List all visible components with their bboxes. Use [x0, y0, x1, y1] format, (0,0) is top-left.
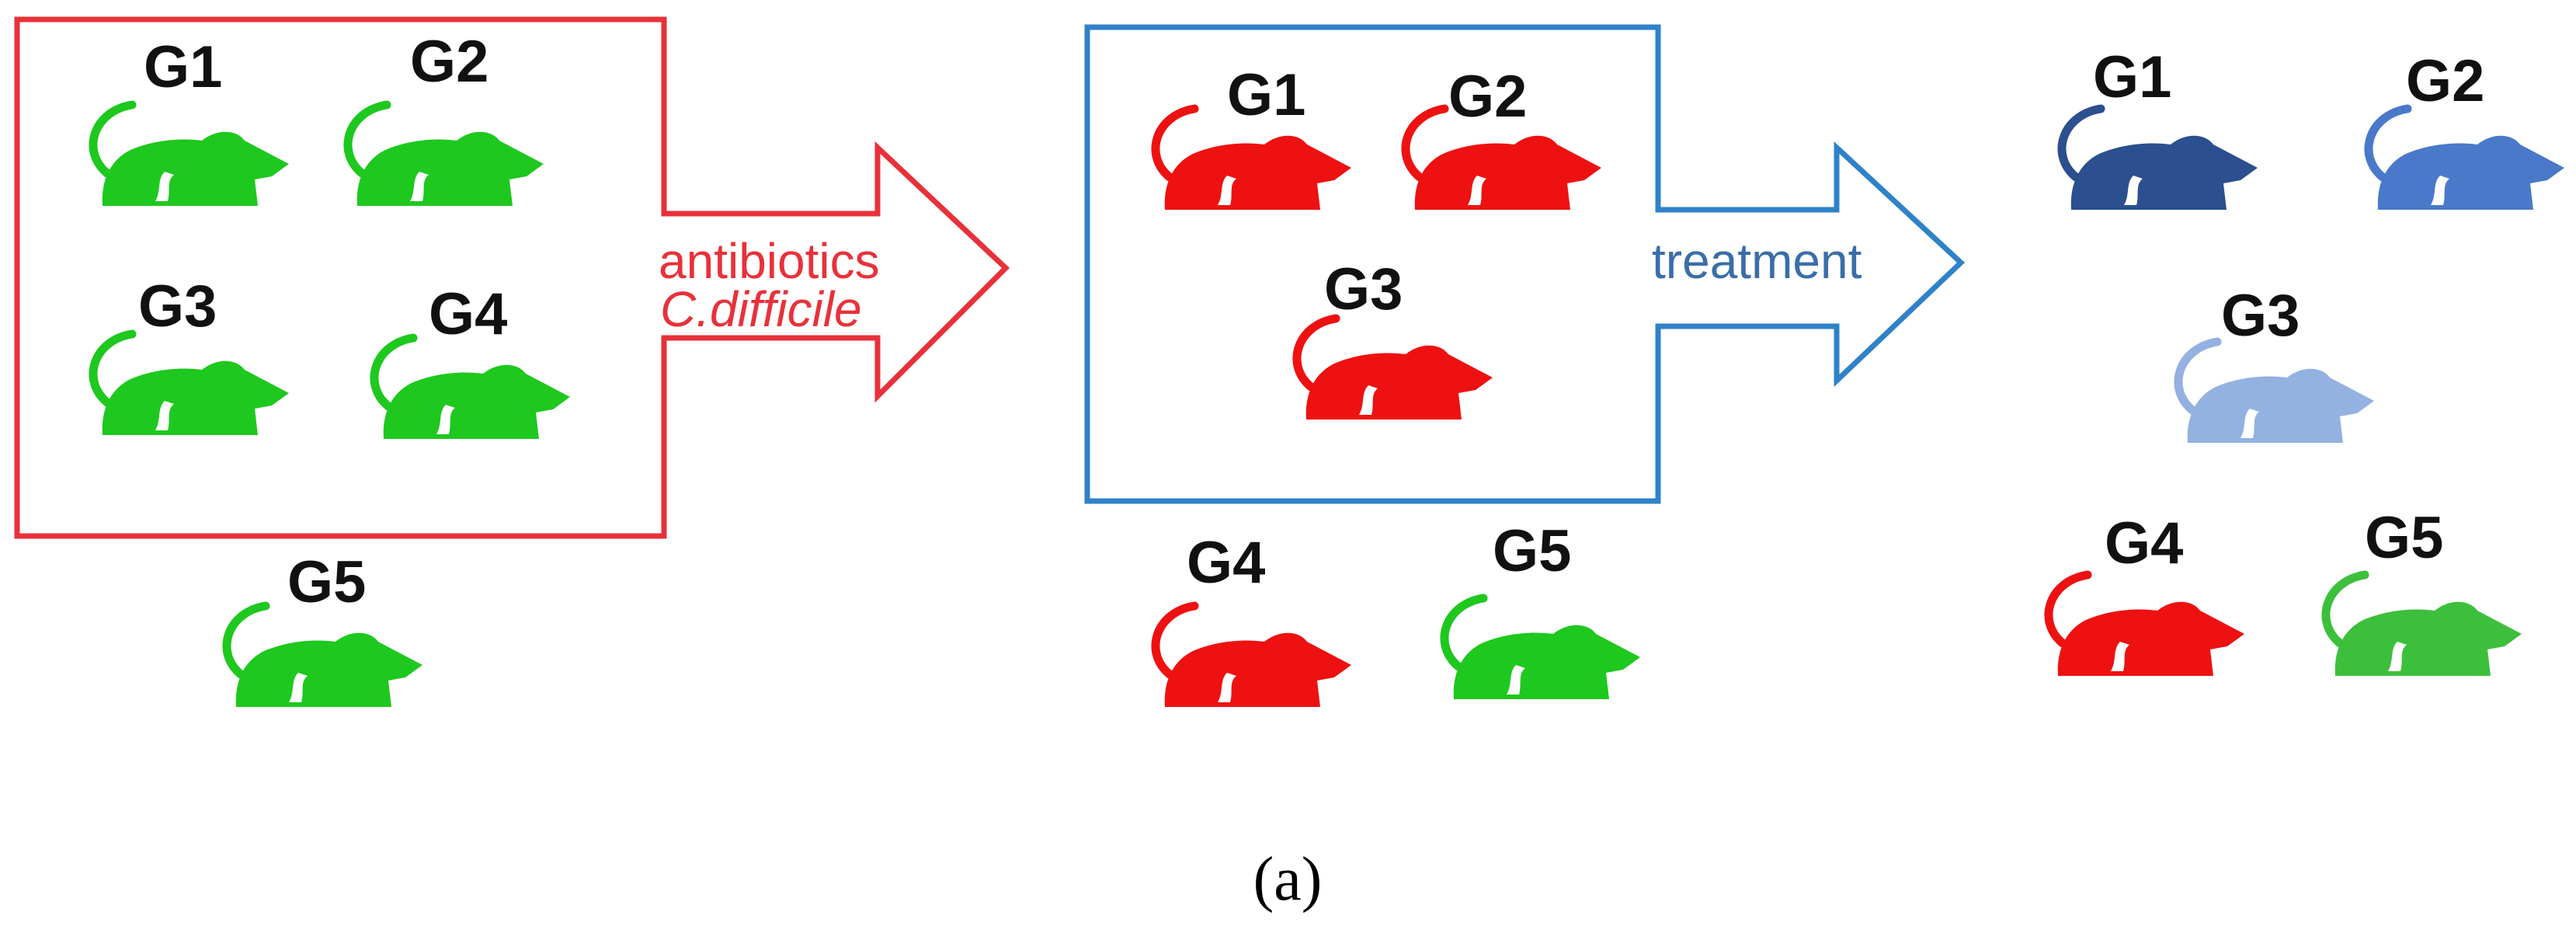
stage2-mouse-g1: G1: [1156, 62, 1351, 210]
stage3-g1-label: G1: [2093, 44, 2171, 110]
mouse-icon: [2178, 342, 2374, 443]
stage1-mouse-g3: G3: [93, 273, 289, 435]
stage2-mouse-g5: G5: [1444, 518, 1640, 699]
mouse-icon: [227, 606, 422, 707]
stage3-g4-label: G4: [2105, 510, 2183, 576]
stage1-g2-label: G2: [410, 29, 488, 95]
mouse-icon: [93, 105, 289, 206]
stage2-frame-arrow: [1084, 24, 1966, 504]
stage3-mouse-g3: G3: [2178, 283, 2374, 443]
stage1-mouse-g5: G5: [227, 549, 422, 707]
treatment-label: treatment: [1652, 233, 1862, 289]
stage2-g1-label: G1: [1227, 62, 1305, 128]
stage1-mouse-g1: G1: [93, 34, 289, 206]
mouse-icon: [1156, 606, 1351, 707]
stage3-g5-label: G5: [2365, 505, 2443, 571]
stage2-mouse-g3: G3: [1297, 256, 1493, 420]
mouse-icon: [374, 338, 570, 439]
stage3-mouse-g2: G2: [2369, 48, 2564, 210]
stage2-mouse-g2: G2: [1406, 64, 1601, 210]
mouse-icon: [2062, 109, 2258, 210]
stage3-g2-label: G2: [2406, 48, 2484, 114]
c-difficile-label: C.difficile: [660, 281, 862, 337]
mouse-icon: [348, 105, 544, 206]
stage2-mouse-g4: G4: [1156, 530, 1351, 707]
mouse-icon: [2049, 575, 2244, 676]
stage3-mouse-g5: G5: [2326, 505, 2522, 676]
stage1-frame-arrow: [14, 16, 1010, 539]
mouse-icon: [1444, 598, 1640, 699]
stage1-g3-label: G3: [138, 273, 217, 339]
stage1-g4-label: G4: [429, 281, 507, 347]
stage1-g5-label: G5: [287, 549, 366, 615]
antibiotics-label: antibiotics: [659, 233, 880, 289]
mouse-icon: [93, 334, 289, 435]
stage1-g1-label: G1: [144, 34, 222, 100]
stage1-mouse-g4: G4: [374, 281, 570, 439]
stage1-mouse-g2: G2: [348, 29, 544, 206]
stage2-g2-label: G2: [1448, 64, 1527, 130]
figure-caption: (a): [1253, 845, 1323, 914]
stage2-g5-label: G5: [1493, 518, 1571, 584]
mouse-icon: [1297, 319, 1493, 420]
mouse-icon: [2369, 109, 2564, 210]
mouse-icon: [2326, 575, 2522, 676]
stage3-g3-label: G3: [2221, 283, 2300, 349]
stage2-g3-label: G3: [1324, 256, 1403, 322]
stage3-mouse-g1: G1: [2062, 44, 2258, 210]
stage2-g4-label: G4: [1187, 530, 1265, 596]
stage3-mouse-g4: G4: [2049, 510, 2244, 676]
